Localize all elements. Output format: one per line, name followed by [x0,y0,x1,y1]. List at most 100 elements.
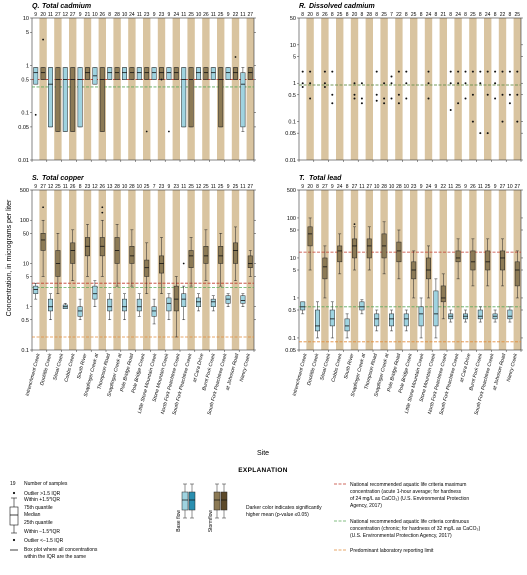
sample-count: 25 [515,12,521,18]
panel-title: Total cadmium [42,3,91,10]
sample-count: 25 [337,12,343,18]
data-point [486,70,489,73]
box [240,72,246,128]
y-tick-label: 0.1 [288,336,296,342]
y-tick-label: 10 [290,43,296,49]
box [389,313,394,327]
sample-count: 26 [100,12,106,18]
box [33,67,39,85]
sample-count: 22 [500,12,506,18]
legend-stormflow: Stormflow [208,510,214,533]
outlier-point [234,56,237,58]
box [233,242,238,264]
sample-count: 26 [100,184,106,190]
sample-count: 20 [40,12,46,18]
y-tick-label: 50 [290,228,296,234]
box [77,306,83,317]
legend-count-label: Number of samples [24,481,68,487]
box [159,67,164,80]
stormflow-band [513,18,521,160]
site-label: Cobbs Creek [63,352,76,382]
panel-letter: S. [32,175,39,182]
box [233,67,238,80]
box [218,246,224,264]
box [136,67,142,80]
data-point [323,82,326,85]
legend-darker-2: higher mean (p-value ≤0.05) [246,512,309,518]
sample-count: 21 [85,12,91,18]
box [500,250,505,271]
stormflow-band [321,18,329,160]
data-point [309,82,312,85]
y-tick-label: 50 [23,231,29,237]
data-point [323,85,326,88]
sample-count: 22 [396,12,402,18]
y-tick-label: 1 [26,63,29,69]
legend-flow-samples [181,483,228,519]
box [122,67,127,80]
data-point [331,93,334,96]
data-point [464,97,467,100]
box [196,297,201,307]
y-tick-label: 50 [290,16,296,22]
y-tick-label: 0.5 [21,78,29,84]
x-axis-label: Site [257,450,269,457]
sample-count: 8 [316,12,319,18]
site-label: Intrenchment Creek [25,352,42,396]
outlier-point [42,206,44,209]
sample-count: 20 [307,184,313,190]
stormflow-band [306,18,314,160]
stormflow-band [336,18,344,160]
data-point [383,82,386,85]
sample-count: 11 [240,12,245,18]
data-point [397,102,400,105]
box [166,297,172,312]
box [188,250,194,268]
box [40,67,46,80]
site-label: at Cara Drive [192,353,205,383]
plot-frame [31,17,255,161]
outlier-point [168,130,170,133]
box [48,67,53,128]
sample-count: 8 [316,184,319,190]
outlier-point [160,78,163,81]
sample-count: 27 [352,184,358,190]
sample-count: 25 [55,184,61,190]
box [77,67,83,128]
sample-count: 28 [396,184,402,190]
sample-count: 11 [478,184,483,190]
site-label: Doolittle Creek [306,352,320,386]
data-point [471,70,474,73]
legend-darker-1: Darker color indicates significantly [246,505,322,511]
sample-count: 22 [233,12,239,18]
data-point [457,70,460,73]
box [40,233,46,251]
box [440,285,446,303]
y-tick-label: 0.5 [288,308,296,314]
legend-outlier-hi: Outlier >1.5 IQR [24,491,61,497]
sample-count: 25 [470,12,476,18]
sample-count: 9 [494,184,497,190]
sample-count: 25 [188,184,194,190]
legend-sample-box [181,491,189,511]
sample-count: 9 [420,184,423,190]
box [62,67,68,132]
stormflow-band [395,18,403,160]
sample-count: 24 [455,12,461,18]
data-point [508,93,511,96]
site-label: Nancy Creek [506,352,519,382]
data-point [405,82,408,85]
sample-count: 24 [485,12,491,18]
sample-count: 21 [441,12,447,18]
data-point [494,70,497,73]
box [144,67,150,80]
data-point [390,75,393,78]
sample-count: 27 [40,184,46,190]
sample-count: 11 [211,12,216,18]
site-label: at Cara Drive [459,353,472,383]
data-point [353,82,356,85]
sample-count: 11 [48,12,53,18]
data-point [449,109,452,112]
